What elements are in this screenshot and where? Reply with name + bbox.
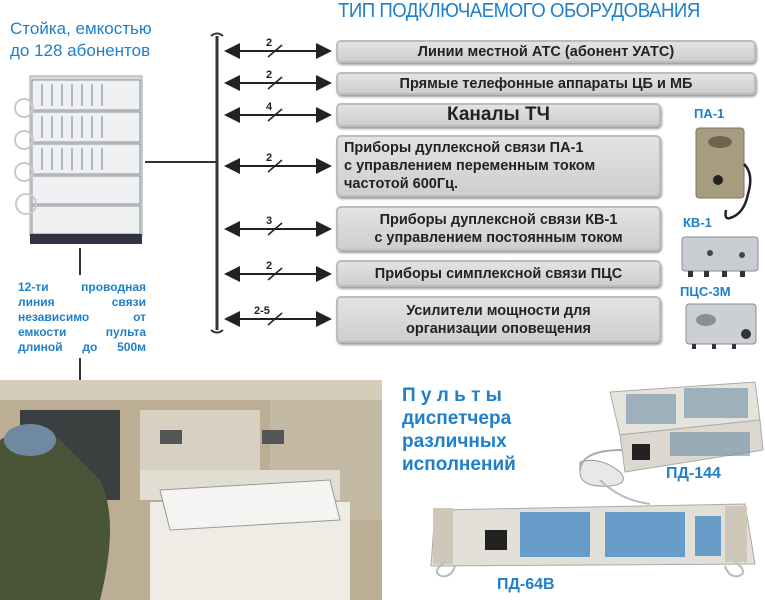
box-text-line1: Приборы дуплексной связи ПА-1 xyxy=(344,140,584,156)
main-title: ТИП ПОДКЛЮЧАЕМОГО ОБОРУДОВАНИЯ xyxy=(338,0,700,22)
rack-title: Стойка, емкостью до 128 абонентов xyxy=(10,18,152,62)
pcs3m-device-image xyxy=(685,303,757,349)
wire-count-4: 2 xyxy=(266,152,272,164)
equipment-box-local-ats: Линии местной АТС (абонент УАТС) xyxy=(336,40,756,63)
consoles-title-line3: различных xyxy=(402,431,507,452)
pa1-device-image xyxy=(695,127,752,220)
consoles-title-line4: исполнений xyxy=(402,454,516,475)
wire-count-5: 3 xyxy=(266,215,272,227)
box-text: Каналы ТЧ xyxy=(447,104,550,125)
kv1-device-image xyxy=(681,236,759,277)
box-text-line3: частотой 600Гц. xyxy=(344,176,459,192)
wire-count-7: 2-5 xyxy=(254,305,270,317)
device-label-pa1: ПА-1 xyxy=(694,106,725,121)
consoles-title-line2: диспетчера xyxy=(402,408,512,429)
pd64v-console-image xyxy=(430,503,756,578)
box-text: Линии местной АТС (абонент УАТС) xyxy=(417,43,675,60)
consoles-title: П у л ь т ы диспетчера различных исполне… xyxy=(402,384,516,476)
box-text-line1: Приборы дуплексной связи КВ-1 xyxy=(379,211,618,228)
consoles-title-line1: П у л ь т ы xyxy=(402,385,502,406)
pd144-label: ПД-144 xyxy=(666,465,721,482)
box-text-line2: с управлением переменным током xyxy=(344,158,596,174)
pd64v-label: ПД-64В xyxy=(497,576,555,593)
box-text: Приборы симплексной связи ПЦС xyxy=(374,265,623,282)
box-text-line2: с управлением постоянным током xyxy=(374,229,623,246)
equipment-box-pa1: Приборы дуплексной связи ПА-1 с управлен… xyxy=(336,135,661,197)
pd144-console-image xyxy=(579,381,764,505)
device-label-pcs3m: ПЦС-3М xyxy=(680,284,731,299)
rack-title-line2: до 128 абонентов xyxy=(10,41,151,60)
equipment-box-tch-channels: Каналы ТЧ xyxy=(336,103,661,127)
wire-count-6: 2 xyxy=(266,260,272,272)
wire-count-3: 4 xyxy=(266,101,273,113)
box-text-line1: Усилители мощности для xyxy=(406,302,591,319)
equipment-box-amplifiers: Усилители мощности для организации опове… xyxy=(336,296,661,343)
equipment-box-pcs: Приборы симплексной связи ПЦС xyxy=(336,260,661,287)
operator-photo xyxy=(0,380,382,600)
rack-image xyxy=(14,75,143,244)
wire-count-1: 2 xyxy=(266,37,272,49)
device-label-kv1: КВ-1 xyxy=(683,215,712,230)
connection-diagram: 2 2 4 2 3 2 2-5 xyxy=(79,32,332,382)
rack-title-line1: Стойка, емкостью xyxy=(10,19,152,38)
wire-count-2: 2 xyxy=(266,69,272,81)
equipment-box-direct-phones: Прямые телефонные аппараты ЦБ и МБ xyxy=(336,72,756,95)
equipment-box-kv1: Приборы дуплексной связи КВ-1 с управлен… xyxy=(336,206,661,251)
box-text: Прямые телефонные аппараты ЦБ и МБ xyxy=(399,75,693,92)
box-text-line2: организации оповещения xyxy=(405,320,592,337)
wire-note: 12-ти проводная линия связи независимо о… xyxy=(18,280,146,354)
